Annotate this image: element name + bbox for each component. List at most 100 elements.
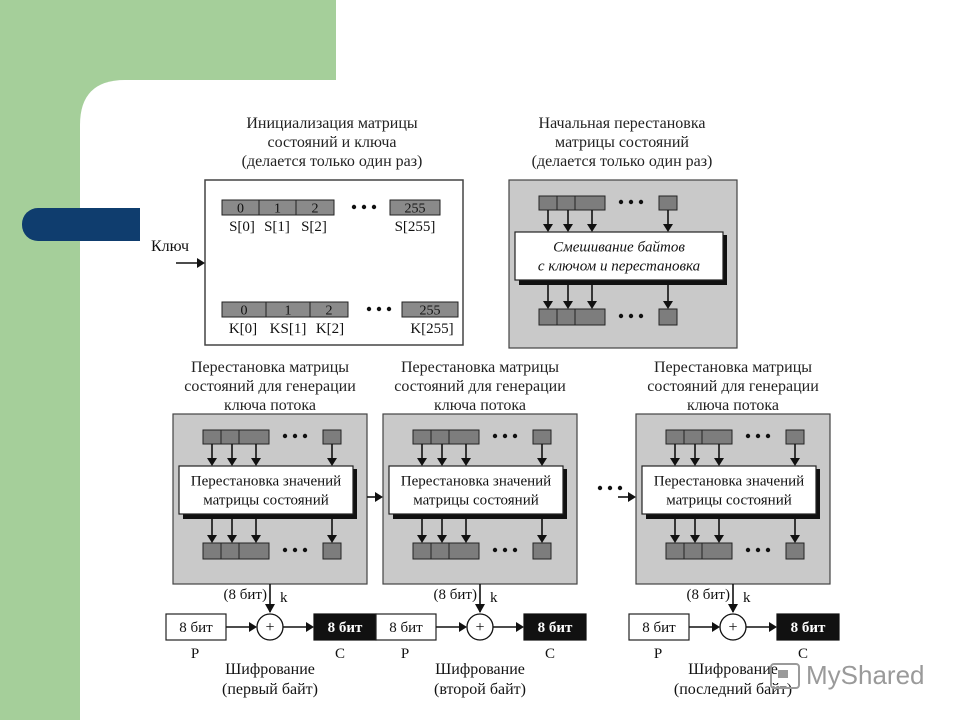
stream-perm-3-bottom-array bbox=[665, 542, 733, 560]
stream-perm-2-out-arrow-4-head bbox=[537, 535, 547, 543]
encryption-3-k-arrowhead bbox=[728, 604, 738, 613]
initial-perm-out-arrow-2-head bbox=[563, 301, 573, 309]
stream-perm-1-out-arrow-3-head bbox=[251, 535, 261, 543]
initial-perm-top-ellipsis-dot-3 bbox=[638, 199, 644, 205]
k-cell-value-255: 255 bbox=[420, 304, 441, 319]
encryption-3-plaintext-text: 8 бит bbox=[642, 620, 676, 636]
encryption-2-k-arrowhead bbox=[475, 604, 485, 613]
stream-perm-1-top-array bbox=[202, 429, 270, 445]
initial-perm-bottom-array bbox=[538, 308, 606, 326]
stream-perm-3-bottom-ellipsis-dot-2 bbox=[755, 547, 761, 553]
s-cell-value-0: 0 bbox=[237, 202, 244, 217]
stream-perm-2-box-text-line-1: Перестановка значений bbox=[401, 474, 551, 490]
stream-link-2-head bbox=[628, 492, 636, 502]
stream-perm-3-top-ellipsis-dot-2 bbox=[755, 433, 761, 439]
stream-perm-2-in-arrow-3-head bbox=[461, 458, 471, 466]
s-label-3: S[2] bbox=[301, 219, 327, 235]
k-array-ellipsis-dot-1 bbox=[366, 306, 372, 312]
stream-perm-2-top-ellipsis-dot-3 bbox=[512, 433, 518, 439]
encryption-1-c-label: C bbox=[335, 646, 345, 662]
stream-perm-2-top-array bbox=[412, 429, 480, 445]
s-label-4: S[255] bbox=[395, 219, 436, 235]
initial-perm-bottom-ellipsis-dot-2 bbox=[628, 313, 634, 319]
encryption-1-p-arrow-head bbox=[249, 622, 257, 632]
stream-perm-3-top-ellipsis-dot-3 bbox=[765, 433, 771, 439]
k-label-4: K[255] bbox=[410, 321, 453, 337]
encryption-3-bits-label: (8 бит) bbox=[687, 587, 730, 603]
encryption-2-stage: (второй байт) bbox=[434, 681, 526, 698]
stream-perm-3-top-last-cell bbox=[785, 429, 805, 445]
stream-perm-3-in-arrow-4-head bbox=[790, 458, 800, 466]
key-label: Ключ bbox=[151, 238, 189, 255]
encryption-1-ciphertext-text: 8 бит bbox=[328, 620, 363, 636]
encryption-3-k-label: k bbox=[743, 590, 751, 606]
encryption-1-plaintext-box bbox=[165, 613, 227, 641]
init-caption: Инициализация матрицы состояний и ключа … bbox=[241, 115, 423, 170]
stream-perm-2-bottom-array bbox=[412, 542, 480, 560]
stream-perm-2-top-last-cell bbox=[532, 429, 552, 445]
stream-perm-3-top-ellipsis-dot-1 bbox=[745, 433, 751, 439]
encryption-1-k-label: k bbox=[280, 590, 288, 606]
k-array-ellipsis-dot-2 bbox=[376, 306, 382, 312]
stream-perm-3-in-arrow-3-head bbox=[714, 458, 724, 466]
encryption-3-plaintext-box bbox=[628, 613, 690, 641]
stream-perm-2-bottom-last-cell bbox=[532, 542, 552, 560]
k-label-1: K[0] bbox=[229, 321, 257, 337]
encryption-3-c-arrow-head bbox=[769, 622, 777, 632]
s-array-ellipsis-dot-2 bbox=[361, 204, 367, 210]
encryption-2-plaintext-box bbox=[375, 613, 437, 641]
encryption-2-p-arrow-head bbox=[459, 622, 467, 632]
stream-perm-3-in-arrow-2-head bbox=[690, 458, 700, 466]
stream-perm-1-in-arrow-4-head bbox=[327, 458, 337, 466]
stream-link-ellipsis-dot-1 bbox=[597, 485, 603, 491]
stream-perm-3-out-arrow-2-head bbox=[690, 535, 700, 543]
encryption-2-c-arrow-head bbox=[516, 622, 524, 632]
encryption-1-xor-plus: + bbox=[265, 619, 274, 636]
stream-perm-2-bottom-ellipsis-dot-2 bbox=[502, 547, 508, 553]
stream-perm-3-out-arrow-1-head bbox=[670, 535, 680, 543]
stream-perm-2-bottom-ellipsis-dot-3 bbox=[512, 547, 518, 553]
initial-perm-box bbox=[514, 231, 724, 281]
stream-perm-1-out-arrow-1-head bbox=[207, 535, 217, 543]
stream-perm-1-out-arrow-2-head bbox=[227, 535, 237, 543]
stream-perm-2-out-arrow-3-head bbox=[461, 535, 471, 543]
watermark-text: MyShared bbox=[806, 660, 925, 690]
watermark: MyShared bbox=[770, 660, 925, 691]
stream-perm-3-bottom-last-cell bbox=[785, 542, 805, 560]
s-cell-value-255: 255 bbox=[405, 202, 426, 217]
stream-perm-1-in-arrow-3-head bbox=[251, 458, 261, 466]
initial-perm-out-arrow-3-head bbox=[587, 301, 597, 309]
stream-perm-1-top-ellipsis-dot-1 bbox=[282, 433, 288, 439]
encryption-1-plaintext-text: 8 бит bbox=[179, 620, 213, 636]
stream-perm-3-box-text-line-1: Перестановка значений bbox=[654, 474, 804, 490]
stream-perm-3-out-arrow-4-head bbox=[790, 535, 800, 543]
stream-perm-3-out-arrow-3-head bbox=[714, 535, 724, 543]
k-array-ellipsis-dot-3 bbox=[386, 306, 392, 312]
k-cell-value-1: 1 bbox=[285, 304, 292, 319]
initial-perm-bottom-last-cell bbox=[658, 308, 678, 326]
stream-perm-1-top-ellipsis-dot-2 bbox=[292, 433, 298, 439]
stream-perm-1-bottom-last-cell bbox=[322, 542, 342, 560]
encryption-1-c-arrow-head bbox=[306, 622, 314, 632]
encryption-1-title: Шифрование bbox=[225, 661, 315, 678]
encryption-2-ciphertext-box bbox=[523, 613, 587, 641]
encryption-3-ciphertext-text: 8 бит bbox=[791, 620, 826, 636]
initial-perm-box-text-line-1: Смешивание байтов bbox=[553, 240, 685, 256]
initial-perm-top-last-cell bbox=[658, 195, 678, 211]
encryption-3-p-label: P bbox=[654, 646, 662, 662]
stream-perm-2-in-arrow-1-head bbox=[417, 458, 427, 466]
stream-perm-2-out-arrow-1-head bbox=[417, 535, 427, 543]
stream-perm-3-bottom-ellipsis-dot-3 bbox=[765, 547, 771, 553]
stream-perm-2-box-text-line-2: матрицы состояний bbox=[413, 493, 539, 509]
stream-perm-1-box-text-line-2: матрицы состояний bbox=[203, 493, 329, 509]
stream-perm-3-box-text-line-2: матрицы состояний bbox=[666, 493, 792, 509]
navy-accent-bar-cut bbox=[120, 208, 140, 241]
initial-perm-out-arrow-1-head bbox=[543, 301, 553, 309]
initial-perm-in-arrow-4-head bbox=[663, 224, 673, 232]
stream-perm-2-in-arrow-4-head bbox=[537, 458, 547, 466]
encryption-1-k-arrowhead bbox=[265, 604, 275, 613]
encryption-2-title: Шифрование bbox=[435, 661, 525, 678]
stream-perm-3-bottom-ellipsis-dot-1 bbox=[745, 547, 751, 553]
stream-perm-3-top-array bbox=[665, 429, 733, 445]
